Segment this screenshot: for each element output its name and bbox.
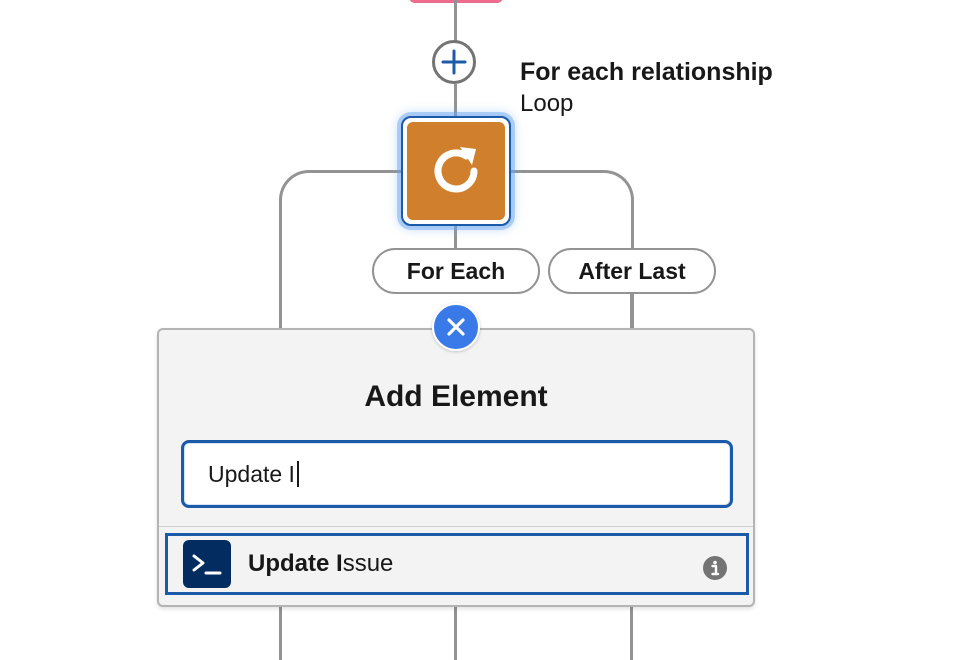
panel-divider — [159, 526, 753, 527]
add-element-button[interactable] — [432, 40, 476, 84]
close-panel-button[interactable] — [432, 303, 480, 351]
element-search-input[interactable]: Update I — [181, 440, 733, 508]
add-element-panel: Add Element Update I Update Issue — [157, 328, 755, 607]
connector-to-loop — [454, 84, 457, 118]
branch-label-for-each[interactable]: For Each — [372, 248, 540, 294]
connector-foreach — [454, 226, 457, 248]
text-caret — [296, 461, 299, 487]
loop-node-type: Loop — [520, 90, 574, 117]
connector-top — [454, 0, 457, 42]
close-icon — [447, 318, 465, 336]
connector-after-last — [630, 294, 633, 330]
loop-element-node[interactable] — [401, 116, 511, 226]
panel-title: Add Element — [364, 380, 548, 413]
search-result-label: Update Issue — [248, 550, 393, 578]
search-result-update-issue[interactable]: Update Issue — [165, 533, 749, 595]
info-icon[interactable] — [702, 555, 728, 581]
result-label-match: Update I — [248, 550, 343, 577]
terminal-icon — [183, 540, 231, 588]
result-label-rest: ssue — [342, 550, 394, 577]
loop-refresh-icon — [407, 122, 505, 220]
loop-node-title: For each relationship — [520, 58, 773, 86]
loop-left-branch — [279, 170, 406, 333]
connector-bottom-left — [279, 607, 282, 660]
search-input-value: Update I — [208, 460, 295, 487]
connector-bottom-right — [630, 607, 633, 660]
branch-label-after-last[interactable]: After Last — [548, 248, 716, 294]
connector-bottom-middle — [454, 607, 457, 660]
plus-icon — [441, 49, 467, 75]
